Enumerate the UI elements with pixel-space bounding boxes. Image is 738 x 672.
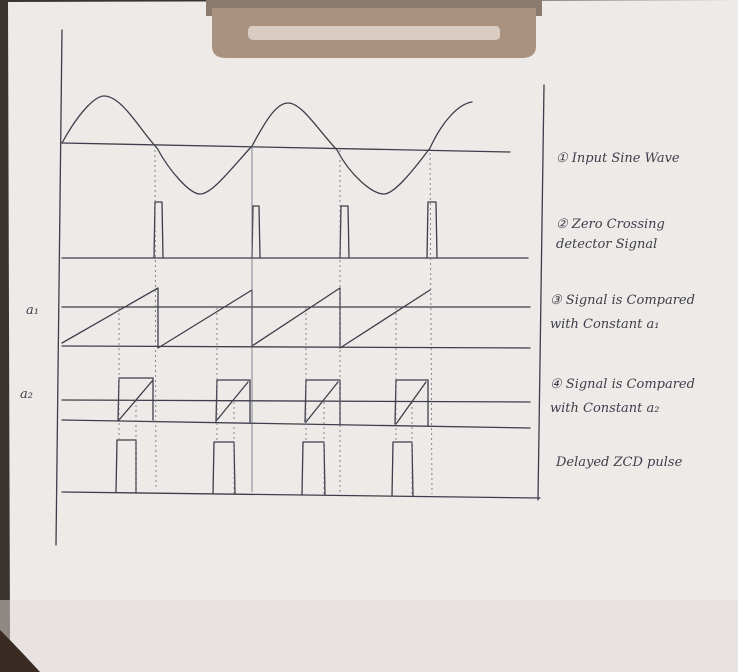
- svg-text:② Zero Crossing: ② Zero Crossing: [556, 217, 665, 232]
- svg-text:④ Signal is Compared: ④ Signal is Compared: [550, 377, 695, 392]
- svg-text:with Constant a₁: with Constant a₁: [550, 317, 660, 332]
- svg-text:③ Signal is Compared: ③ Signal is Compared: [550, 293, 695, 308]
- annotation-input-sine-wave: ① Input Sine Wave: [556, 151, 680, 166]
- svg-text:① Input Sine Wave: ① Input Sine Wave: [556, 151, 680, 166]
- a2-level-label: a₂: [20, 387, 33, 402]
- paper-shadow-bottom: [0, 600, 738, 672]
- svg-text:with Constant a₂: with Constant a₂: [550, 401, 660, 416]
- annotation-delayed-pulse: Delayed ZCD pulse: [555, 455, 683, 470]
- svg-text:Delayed ZCD pulse: Delayed ZCD pulse: [555, 455, 683, 470]
- clipboard-clip-icon: [206, 0, 542, 58]
- paper-sheet: [8, 0, 738, 672]
- a1-level-label: a₁: [26, 303, 39, 318]
- svg-text:detector Signal: detector Signal: [556, 237, 657, 252]
